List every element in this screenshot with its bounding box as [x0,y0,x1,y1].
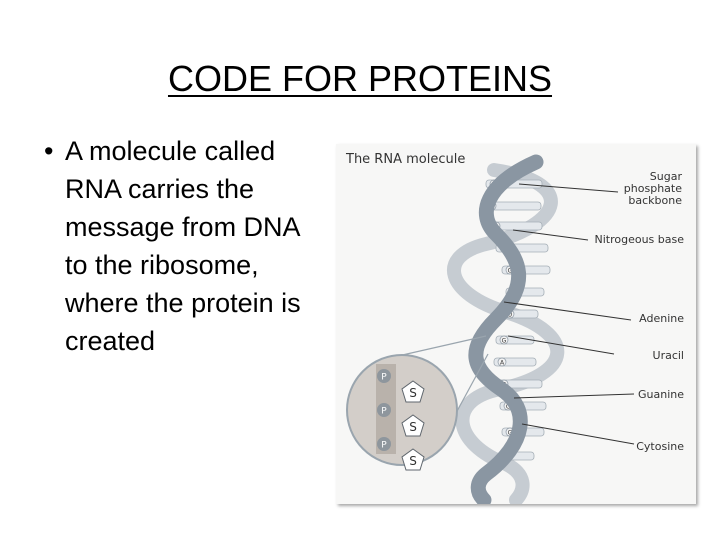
base-letter: G [502,338,507,345]
label-sugar-1: Sugar [650,170,683,183]
label-uracil: Uracil [653,349,684,362]
inset-connector-top [397,335,487,357]
phosphate-letter: P [381,373,387,383]
bullet-marker: • [44,136,54,166]
base-letter: G [508,268,513,275]
callout-lines [503,183,635,445]
sugar-letter: S [409,454,417,468]
base-letter: C [506,404,510,411]
label-sugar-3: backbone [628,194,682,207]
sugar-pentagon [401,448,425,471]
base-letter: A [500,360,505,367]
base-letter: U [508,312,512,319]
sugar-pentagon [401,414,425,437]
bullet-text: A molecule called RNA carries the messag… [65,136,301,356]
phosphate-circle [377,437,391,451]
phosphate-circle [377,369,391,383]
label-sugar-2: phosphate [624,182,682,195]
label-nitrogenous-base: Nitrogeous base [594,233,684,246]
sugar-letter: S [409,420,417,434]
sugar-letter: S [409,386,417,400]
phosphate-letter: P [381,441,387,451]
label-adenine: Adenine [639,312,684,325]
base-letter: G [508,430,513,437]
slide-title: CODE FOR PROTEINS [167,58,553,99]
figure-title: The RNA molecule [345,152,465,167]
label-cytosine: Cytosine [636,440,684,453]
base-letter-badge [499,335,509,345]
inset-magnifier: P S P S P S [346,354,458,471]
phosphate-circle [377,403,391,417]
label-guanine: Guanine [638,388,684,401]
rna-sugar-phosphate-backbone [468,154,544,504]
phosphate-letter: P [381,407,387,417]
base-letter-badge [497,357,507,367]
sugar-pentagon [401,380,425,403]
